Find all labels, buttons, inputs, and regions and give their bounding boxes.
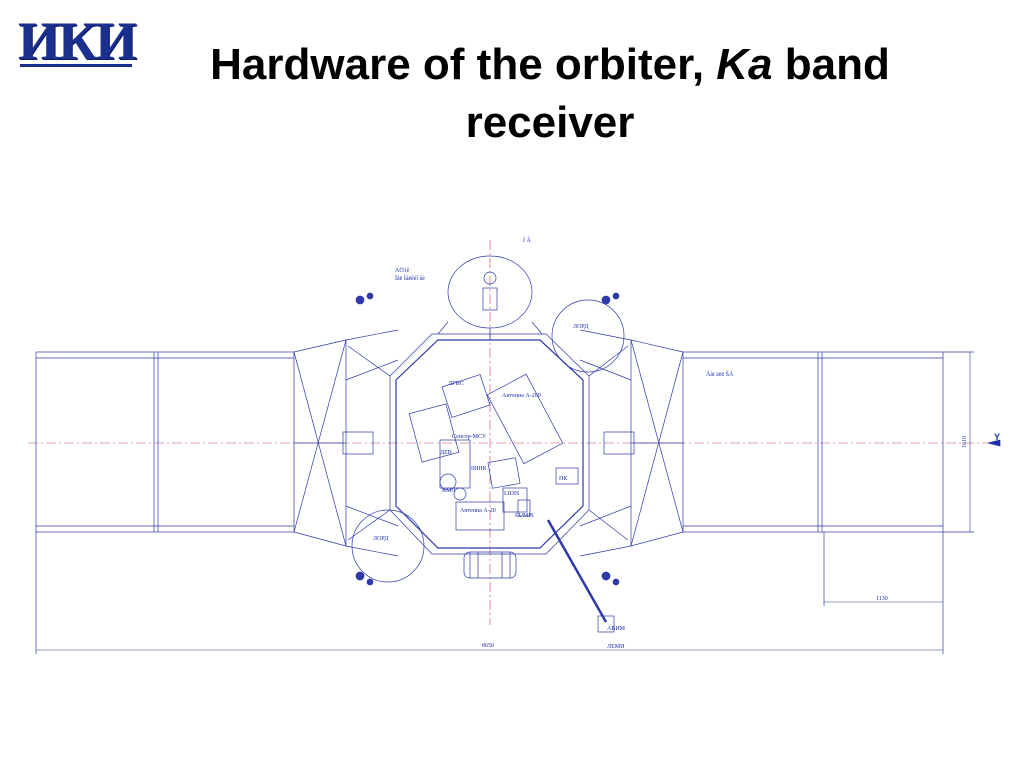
label-right-panel: Ãàï äëë ŠÁ <box>706 370 734 378</box>
title-text-1: Hardware of the orbiter, <box>210 40 717 89</box>
antenna-a200-box <box>486 373 564 465</box>
corner-thrusters <box>355 292 620 586</box>
left-solar-panel <box>35 351 295 533</box>
label-tank-top: ЛОРД <box>573 324 588 330</box>
label-bottom-2: ЛЕМИ <box>607 644 625 650</box>
label-lgis: ЛГИС <box>448 381 464 387</box>
iki-logo: ИКИ <box>18 11 137 71</box>
magnetometer-boom <box>546 519 608 623</box>
label-bottom-1: АВИМ <box>607 626 626 632</box>
label-pk: ПК <box>559 476 568 482</box>
label-tank-bottom: ЛОРД <box>373 536 388 542</box>
title-italic: Ka <box>716 40 773 89</box>
label-item-b: ЛИНК <box>470 466 488 472</box>
label-top-left-1: ÀÖ1ê <box>395 266 410 274</box>
tank-bottom-left <box>351 509 425 583</box>
right-solar-panel <box>682 351 944 533</box>
label-item-c: КМЛ <box>442 488 455 494</box>
label-antenna-200: Антенна А-200 <box>502 393 541 399</box>
label-top-dish: Í Ã <box>523 236 531 244</box>
tank-top-right <box>551 299 625 373</box>
title-text-2: band receiver <box>465 40 890 147</box>
label-item-a: ДЕВ <box>440 450 452 456</box>
label-top-left-2: Ïåë Ìåëêéî åè <box>395 274 425 282</box>
label-lumis: LUMIS <box>515 513 534 519</box>
label-dim-total: 8650 <box>482 643 494 649</box>
orbiter-body <box>395 339 584 549</box>
pk-box <box>555 467 579 485</box>
label-dim-height: 1610 <box>962 436 968 448</box>
label-dim-small: 1130 <box>876 596 888 602</box>
logo-underline <box>20 64 132 67</box>
slide-title: Hardware of the orbiter, Ka band receive… <box>140 36 960 152</box>
label-axis-y: Y <box>994 432 1000 442</box>
label-lidar: LIDIS <box>504 491 519 497</box>
orbiter-drawing: Í Ã ÀÖ1ê Ïåë Ìåëêéî åè ЛОРД ЛОРД Ãàï äëë… <box>28 230 1008 660</box>
orbiter-svg: Í Ã ÀÖ1ê Ïåë Ìåëêéî åè ЛОРД ЛОРД Ãàï äëë… <box>28 236 1001 654</box>
label-antenna-20: Антенна А-20 <box>460 508 496 514</box>
label-sensor: Сенсор-МСУ <box>452 434 487 440</box>
